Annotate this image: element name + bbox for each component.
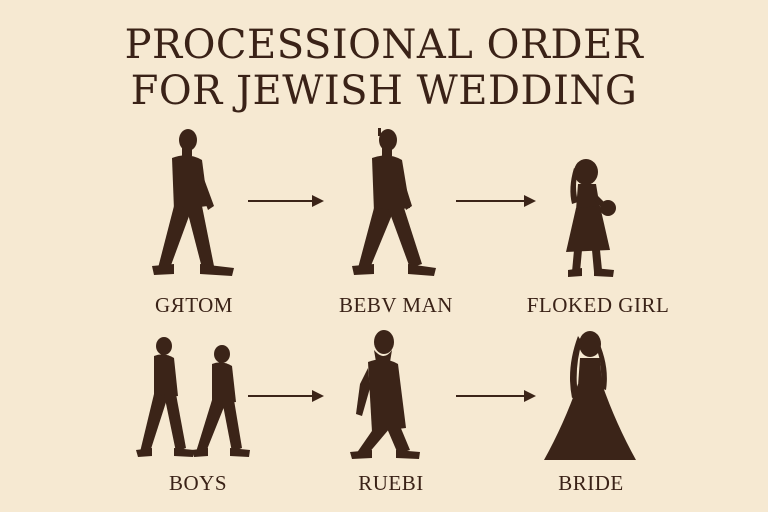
step-label-best-man: BEBV MAN <box>339 293 453 317</box>
title-line-2: FOR JEWISH WEDDING <box>130 68 638 114</box>
girl-with-flowers-icon <box>566 159 616 277</box>
step-label-flower-girl: FLOKED GIRL <box>526 293 670 317</box>
bride-in-gown-icon <box>544 331 636 460</box>
two-walking-boys-icon <box>136 337 250 457</box>
walking-man-icon <box>352 128 436 276</box>
title-line-1: PROCESSIONAL ORDER <box>124 22 644 68</box>
walking-rabbi-icon <box>350 330 420 459</box>
step-label-rabbi: RUEBI <box>358 471 424 495</box>
arrow-right-icon <box>248 390 324 402</box>
arrow-right-icon <box>456 195 536 207</box>
step-label-bride: BRIDE <box>558 471 624 495</box>
step-label-boys: BOYS <box>168 471 228 495</box>
diagram-title: PROCESSIONAL ORDER FOR JEWISH WEDDING <box>0 22 768 114</box>
walking-man-icon <box>152 129 234 276</box>
step-label-groom: GЯTOM <box>155 293 233 317</box>
arrow-right-icon <box>248 195 324 207</box>
arrow-right-icon <box>456 390 536 402</box>
